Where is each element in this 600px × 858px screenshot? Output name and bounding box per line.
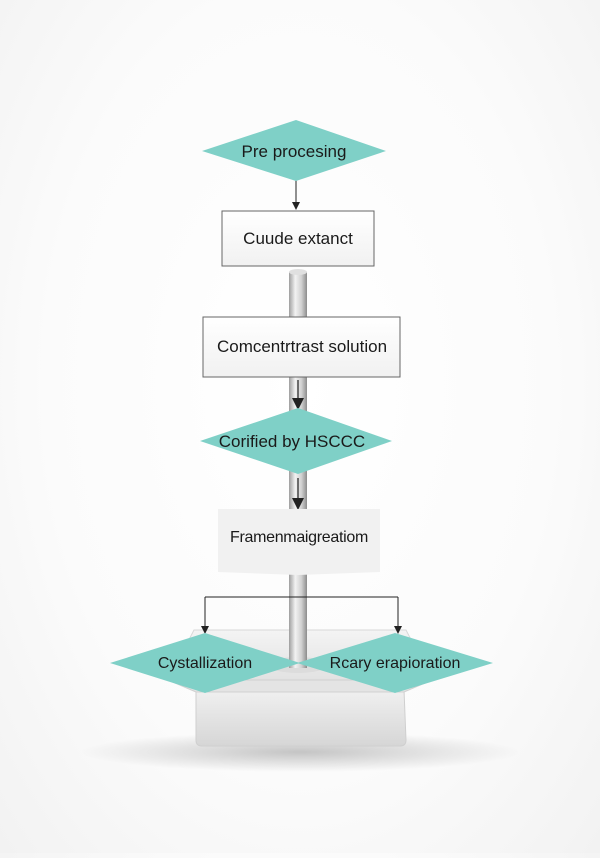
node-purified-by-hsccc: [200, 408, 392, 474]
label-concentrated-solution: Comcentrtrast solution: [216, 337, 388, 356]
label-pre-processing: Pre procesing: [241, 142, 347, 161]
node-crude-extract: [221, 210, 375, 267]
label-rotary-evaporation: Rcary erapioration: [329, 655, 461, 672]
label-crystallization: Cystallization: [157, 655, 253, 672]
node-fragmentation: [218, 509, 380, 575]
label-fragmentation: Framenmaigreatiom: [229, 529, 369, 546]
label-crude-extract: Cuude extanct: [243, 229, 353, 248]
label-purified-by-hsccc: Corified by HSCCC: [218, 432, 366, 451]
node-pre-processing: [202, 120, 386, 181]
split-connector: [201, 596, 402, 634]
base-shadow: [80, 732, 520, 772]
node-rotary-evaporation: [297, 633, 493, 693]
node-crystallization: [110, 633, 300, 693]
node-concentrated-solution: [202, 316, 401, 378]
